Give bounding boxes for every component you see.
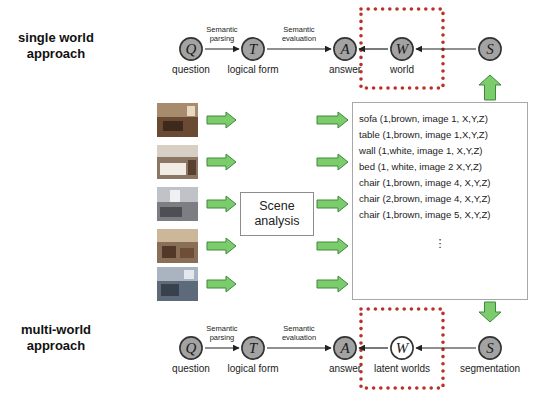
flow-arrow [359, 48, 388, 49]
list-entry: bed (1, white, image 2 X,Y,Z) [359, 159, 521, 175]
variable-symbol: W [390, 37, 414, 61]
circle-shape [242, 337, 264, 359]
green-arrow [207, 112, 236, 128]
variable-symbol: W [390, 336, 414, 360]
flow-arrow [416, 48, 476, 49]
green-arrow [317, 238, 348, 254]
edge-label: Semantic evaluation [271, 26, 327, 43]
list-entry: chair (1,brown, image 5, X,Y,Z) [359, 207, 521, 223]
list-entry: chair (2,brown, image 4, X,Y,Z) [359, 191, 521, 207]
edge-label: Semantic evaluation [271, 325, 327, 342]
scene-photo [157, 267, 198, 301]
variable-node: Qquestion [179, 336, 203, 360]
variable-node: Aanswer [333, 336, 357, 360]
circle-shape [391, 38, 413, 60]
object-list-box: sofa (1,brown, image 1, X,Y,Z)table (1,b… [352, 102, 528, 300]
list-entry: wall (1,white, image 1, X,Y,Z) [359, 143, 521, 159]
variable-node: Tlogical form [241, 37, 265, 61]
node-caption: segmentation [460, 363, 520, 374]
variable-node: Qquestion [179, 37, 203, 61]
flow-arrow [416, 347, 476, 348]
circle-shape [180, 337, 202, 359]
circle-shape [334, 38, 356, 60]
variable-node: Wlatent worlds [390, 336, 414, 360]
variable-node: Wworld [390, 37, 414, 61]
green-arrow [207, 276, 236, 292]
scene-photo [157, 145, 198, 179]
flow-arrow [267, 48, 331, 49]
green-arrow [317, 276, 348, 292]
node-caption: logical form [227, 64, 278, 75]
scene-photo [157, 103, 198, 137]
edge-label: Semantic parsing [194, 26, 250, 43]
flow-arrow [205, 48, 239, 49]
green-arrow [207, 112, 348, 292]
green-arrow [207, 154, 236, 170]
circle-shape [334, 337, 356, 359]
list-entry: sofa (1,brown, image 1, X,Y,Z) [359, 111, 521, 127]
variable-symbol: T [241, 37, 265, 61]
circle-shape [242, 38, 264, 60]
node-caption: question [172, 363, 210, 374]
approach-label: multi-world approach [8, 322, 104, 353]
variable-node: S [478, 37, 502, 61]
node-caption: logical form [227, 363, 278, 374]
variable-symbol: A [333, 37, 357, 61]
green-block-arrow [479, 302, 501, 322]
circle-shape [180, 38, 202, 60]
circle-shape [479, 38, 501, 60]
edge-label: Semantic parsing [194, 325, 250, 342]
approach-label: single world approach [8, 30, 104, 61]
flow-arrow [205, 347, 239, 348]
circle-shape [479, 337, 501, 359]
node-caption: answer [329, 64, 361, 75]
list-entry: ⋮ [359, 223, 521, 251]
scene-photo [157, 187, 198, 221]
variable-symbol: S [478, 37, 502, 61]
scene-photo [157, 229, 198, 263]
variable-node: Ssegmentation [478, 336, 502, 360]
green-arrow [207, 238, 236, 254]
node-caption: answer [329, 363, 361, 374]
variable-symbol: S [478, 336, 502, 360]
green-block-arrow [317, 196, 348, 212]
variable-symbol: T [241, 336, 265, 360]
green-arrow [207, 196, 236, 212]
variable-symbol: Q [179, 37, 203, 61]
node-caption: latent worlds [374, 363, 430, 374]
circle-shape [391, 337, 413, 359]
node-caption: world [390, 64, 414, 75]
process-box: Scene analysis [240, 192, 314, 236]
list-entry: table (1,brown, image 1,X,Y,Z) [359, 127, 521, 143]
process-label: Scene analysis [241, 197, 313, 231]
variable-node: Aanswer [333, 37, 357, 61]
green-arrow [317, 112, 348, 128]
list-entry: chair (1,brown, image 4, X,Y,Z) [359, 175, 521, 191]
green-arrow [317, 154, 348, 170]
variable-node: Tlogical form [241, 336, 265, 360]
green-block-arrow [479, 75, 501, 100]
variable-symbol: Q [179, 336, 203, 360]
variable-symbol: A [333, 336, 357, 360]
flow-arrow [359, 347, 388, 348]
node-caption: question [172, 64, 210, 75]
flow-arrow [267, 347, 331, 348]
